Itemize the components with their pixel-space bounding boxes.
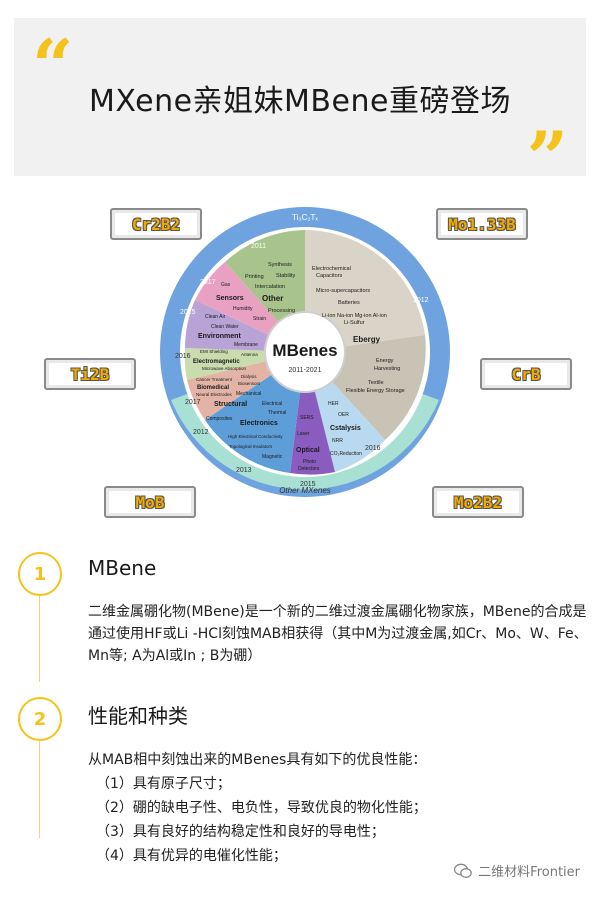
open-quote-icon: “: [32, 23, 74, 108]
year-2015-bottom: 2015: [300, 481, 316, 488]
label-sensors: Sensors: [216, 295, 244, 302]
tag-mo2b2: Mo2B2: [432, 486, 524, 518]
tag-mo133b: Mo1.33B: [436, 208, 528, 240]
label-stability: Stability: [276, 273, 296, 279]
close-quote-icon: ”: [526, 115, 568, 200]
page-title: MXene亲姐妹MBene重磅登场: [89, 84, 511, 119]
label-clean-water: Clean Water: [211, 324, 239, 330]
year-2016-bottom: 2016: [365, 445, 381, 452]
label-electrochemical: Electrochemical: [312, 266, 351, 272]
label-photo: Photo: [303, 459, 316, 465]
label-energy: Energy: [376, 358, 394, 364]
label-optical: Optical: [296, 447, 320, 454]
bottom-label: Other MXenes: [279, 486, 331, 495]
label-synthesis: Synthesis: [268, 262, 292, 268]
label-electromagnetic: Electromagnetic: [193, 359, 240, 365]
section-list-2: 从MAB相中刻蚀出来的MBenes具有如下的优良性能： （1）具有原子尺寸； （…: [88, 748, 588, 868]
label-biosensors: Biosensors: [238, 381, 261, 386]
label-topological-insulators: Topological Insulators: [229, 444, 273, 449]
label-processing: Processing: [268, 308, 295, 314]
label-clean-air: Clean Air: [205, 314, 226, 320]
label-electronics: Electronics: [240, 420, 278, 427]
label-dialysis: Dialysis: [241, 374, 257, 379]
list-item: （4）具有优异的电催化性能；: [96, 848, 287, 864]
label-capacitors: Capacitors: [316, 273, 343, 279]
label-micro-supercapacitors: Micro-supercapacitors: [316, 288, 370, 294]
list-item: （1）具有原子尺寸；: [96, 776, 231, 792]
year-2016-left: 2016: [175, 353, 191, 360]
label-sers: SERS: [300, 415, 314, 421]
label-membrane: Membrane: [234, 342, 258, 348]
year-2017-left: 2017: [185, 399, 201, 406]
year-2012-right: 2012: [413, 297, 429, 304]
timeline-rail-1: [39, 592, 40, 682]
wechat-icon: [454, 863, 473, 878]
tag-ti2b: Ti2B: [44, 358, 136, 390]
label-biomedical: Biomedical: [197, 385, 229, 391]
label-antenna: Antenna: [241, 352, 258, 357]
watermark-text: 二维材料Frontier: [478, 865, 580, 880]
label-cancer-treatment: Cancer Treatment: [196, 377, 233, 382]
year-2013: 2013: [236, 467, 252, 474]
year-2015-left: 2015: [180, 309, 196, 316]
label-neural-electrodes: Neural Electrodes: [196, 392, 233, 397]
section-paragraph-1: 二维金属硼化物(MBene)是一个新的二维过渡金属硼化物家族，MBene的合成是…: [88, 604, 588, 664]
label-other: Other: [262, 294, 283, 303]
label-strain: Strain: [253, 316, 266, 322]
label-li-ion: Li-ion Na-ion Mg-ion Al-ion: [322, 313, 387, 319]
watermark: 二维材料Frontier: [454, 861, 580, 880]
label-detectors: Detectors: [298, 466, 320, 472]
top-label: Ti₃C₂Tₓ: [292, 213, 318, 222]
label-co2-reduction: CO₂Reduction: [330, 451, 362, 457]
wedge-energy: [305, 230, 425, 352]
year-2017-top: 2017: [200, 279, 216, 286]
label-thermal: Thermal: [268, 410, 286, 416]
year-2011: 2011: [251, 243, 266, 250]
label-high-electrical-conductivity: High Electrical Conductivity: [228, 434, 283, 439]
label-gas: Gas: [221, 282, 231, 288]
label-humidity: Humidity: [233, 306, 253, 312]
label-li-sulfur: Li-Sulfur: [344, 320, 365, 326]
label-environment: Environment: [198, 333, 241, 340]
tag-crb: CrB: [480, 358, 572, 390]
center-years: 2011-2021: [289, 367, 322, 374]
label-electrical: Electrical: [262, 401, 282, 407]
timeline-rail-2: [39, 738, 40, 838]
label-textile: Textile: [368, 380, 384, 386]
label-nrr: NRR: [332, 438, 343, 444]
year-2012-left: 2012: [193, 429, 209, 436]
section-intro-2: 从MAB相中刻蚀出来的MBenes具有如下的优良性能：: [88, 752, 427, 768]
label-batteries: Batteries: [338, 300, 360, 306]
label-magnetic: Magnetic: [262, 454, 283, 460]
label-intercalation: Intercalation: [255, 284, 285, 290]
label-laser: Laser: [297, 431, 310, 437]
list-item: （3）具有良好的结构稳定性和良好的导电性；: [96, 824, 385, 840]
step-number-2: 2: [18, 697, 62, 741]
label-composites: Composites: [206, 416, 233, 422]
label-cstalysis: Cstalysis: [330, 425, 361, 432]
label-flexible-energy-storage: Flexible Energy Storage: [346, 388, 405, 394]
tag-cr2b2: Cr2B2: [110, 208, 202, 240]
center-title: MBenes: [272, 341, 337, 360]
outer-ring-teal: [171, 393, 439, 490]
hero-banner: “ MXene亲姐妹MBene重磅登场 ”: [14, 18, 586, 194]
label-structural: Structural: [214, 401, 247, 408]
tag-mob: MoB: [104, 486, 196, 518]
wheel-chart: MBenes 2011-2021 Ti₃C₂Tₓ Other MXenes Sy…: [160, 207, 450, 497]
label-microwave-absorption: Microwave Absorption: [202, 366, 247, 371]
label-ebergy: Ebergy: [353, 335, 381, 344]
label-emi-shielding: EMI Shielding: [200, 349, 228, 354]
mbene-applications-diagram: MBenes 2011-2021 Ti₃C₂Tₓ Other MXenes Sy…: [0, 190, 600, 520]
label-mechanical: Mechanical: [236, 391, 261, 397]
label-harvesting: Harvesting: [374, 366, 400, 372]
section-title-1: MBene: [88, 556, 157, 580]
section-title-2: 性能和种类: [88, 704, 188, 728]
step-number-1: 1: [18, 552, 62, 596]
label-her: HER: [328, 401, 339, 407]
label-oer: OER: [338, 412, 349, 418]
label-printing: Printing: [245, 274, 264, 280]
list-item: （2）硼的缺电子性、电负性，导致优良的物化性能；: [96, 800, 427, 816]
